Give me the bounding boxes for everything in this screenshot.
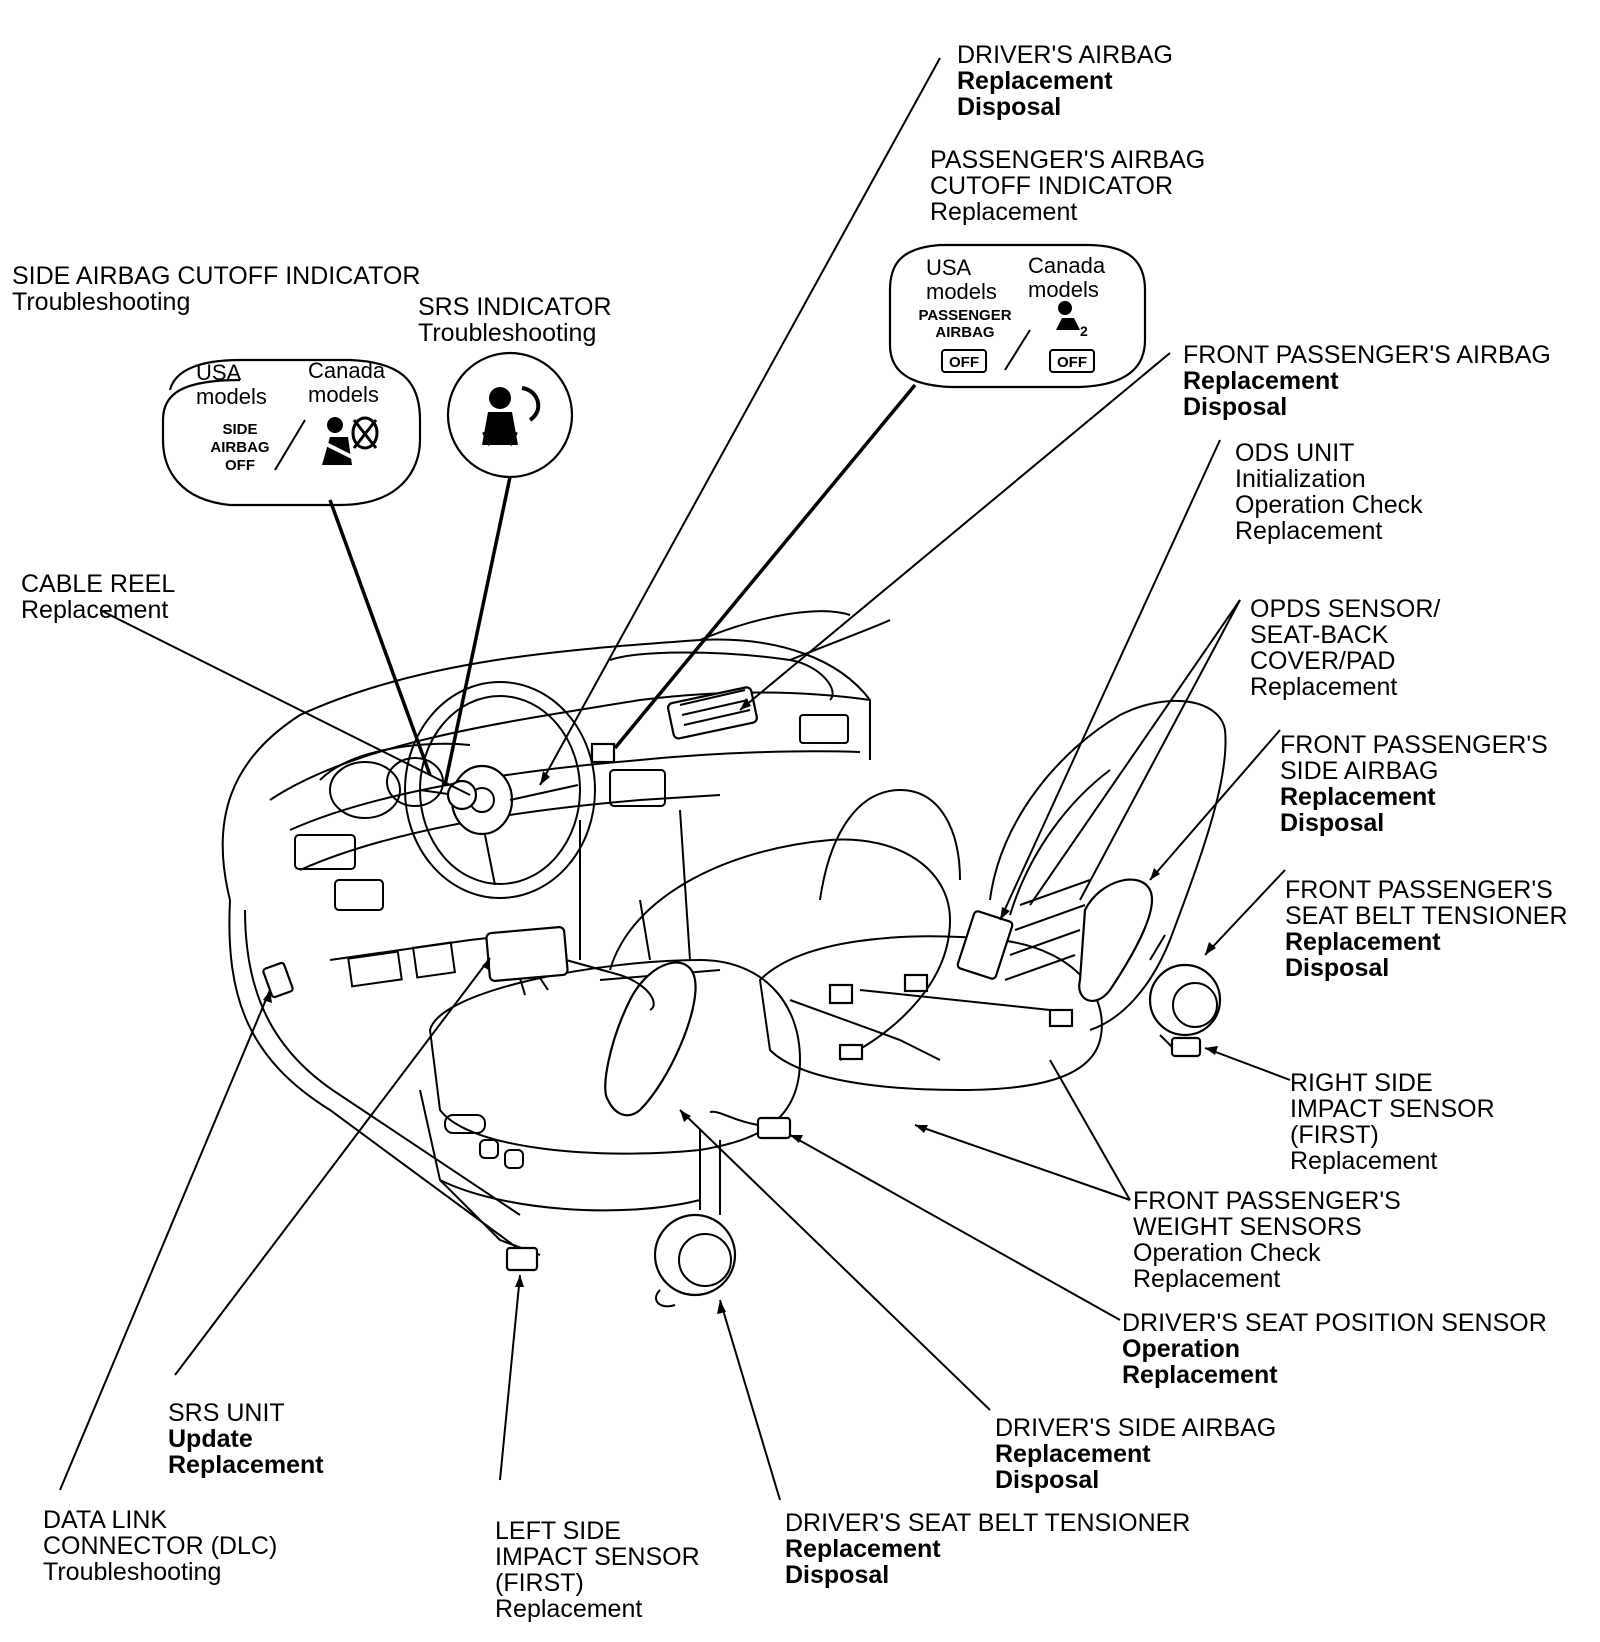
label-left-side-impact-sensor: LEFT SIDE IMPACT SENSOR (FIRST) Replacem…: [495, 1517, 700, 1623]
pass-cutoff-usa-line1: USA: [926, 255, 972, 280]
side-cutoff-badge-line1: SIDE: [222, 421, 257, 438]
label-opds-sensor: OPDS SENSOR/ SEAT-BACK COVER/PAD Replace…: [1250, 595, 1441, 701]
srs-indicator-callout: [446, 351, 574, 479]
label-data-link-connector: DATA LINK CONNECTOR (DLC) Troubleshootin…: [43, 1506, 278, 1586]
drivers-seat-position-sensor: [709, 1110, 792, 1140]
pass-cutoff-usa-off: OFF: [949, 354, 979, 371]
svg-text:2: 2: [1080, 323, 1088, 339]
leader-lines: [59, 57, 1291, 1501]
label-srs-unit: SRS UNIT Update Replacement: [168, 1399, 324, 1479]
label-passenger-airbag-cutoff-indicator: PASSENGER'S AIRBAG CUTOFF INDICATOR Repl…: [930, 146, 1206, 226]
pass-cutoff-badge-line1: PASSENGER: [918, 307, 1011, 324]
label-side-airbag-cutoff-indicator: SIDE AIRBAG CUTOFF INDICATOR Troubleshoo…: [12, 262, 421, 316]
left-side-impact-sensor: [505, 1246, 539, 1272]
label-drivers-seat-position-sensor: DRIVER'S SEAT POSITION SENSOR Operation …: [1122, 1309, 1547, 1389]
pass-cutoff-usa-line2: models: [926, 279, 997, 304]
label-drivers-side-airbag: DRIVER'S SIDE AIRBAG Replacement Disposa…: [995, 1414, 1277, 1494]
drivers-seat-belt-tensioner: [653, 1130, 737, 1308]
passenger-seat: [758, 699, 1227, 1092]
side-cutoff-usa-line2: models: [196, 384, 267, 409]
side-cutoff-badge-line2: AIRBAG: [210, 439, 269, 456]
label-right-side-impact-sensor: RIGHT SIDE IMPACT SENSOR (FIRST) Replace…: [1290, 1069, 1495, 1175]
front-passenger-airbag-module: [590, 686, 758, 764]
side-cutoff-badge-line3: OFF: [225, 457, 255, 474]
label-front-passengers-airbag: FRONT PASSENGER'S AIRBAG Replacement Dis…: [1183, 341, 1551, 421]
airbag-person-icon: [482, 386, 541, 446]
label-front-passengers-seat-belt-tensioner: FRONT PASSENGER'S SEAT BELT TENSIONER Re…: [1285, 876, 1568, 982]
label-srs-indicator: SRS INDICATOR Troubleshooting: [418, 293, 612, 347]
pass-cutoff-canada-line2: models: [1028, 277, 1099, 302]
label-ods-unit: ODS UNIT Initialization Operation Check …: [1235, 439, 1423, 545]
dlc-connector: [262, 961, 294, 999]
side-cutoff-usa-line1: USA: [196, 360, 242, 385]
side-cutoff-canada-line1: Canada: [308, 358, 386, 383]
srs-unit-module: [485, 926, 655, 1011]
label-front-passengers-side-airbag: FRONT PASSENGER'S SIDE AIRBAG Replacemen…: [1280, 731, 1548, 837]
pass-cutoff-badge-line2: AIRBAG: [935, 324, 994, 341]
label-drivers-airbag: DRIVER'S AIRBAG Replacement Disposal: [957, 41, 1173, 121]
seatbelt-off-icon: [317, 416, 379, 465]
pass-cutoff-canada-off: OFF: [1057, 354, 1087, 371]
pass-cutoff-canada-line1: Canada: [1028, 253, 1106, 278]
passenger-seat-icon: 2: [1056, 301, 1088, 339]
right-side-impact-sensor: [1170, 1036, 1202, 1058]
front-passenger-seat-belt-tensioner: [1148, 934, 1222, 1051]
label-front-passengers-weight-sensors: FRONT PASSENGER'S WEIGHT SENSORS Operati…: [1133, 1187, 1401, 1293]
label-cable-reel: CABLE REEL Replacement: [21, 570, 176, 624]
side-cutoff-canada-line2: models: [308, 382, 379, 407]
label-drivers-seat-belt-tensioner: DRIVER'S SEAT BELT TENSIONER Replacement…: [785, 1509, 1191, 1589]
driver-seat: [419, 838, 952, 1256]
passenger-airbag-cutoff-callout: USA models Canada models PASSENGER AIRBA…: [888, 243, 1147, 389]
steering-wheel: [404, 681, 596, 899]
side-airbag-cutoff-callout: USA models Canada models SIDE AIRBAG OFF: [161, 358, 422, 507]
